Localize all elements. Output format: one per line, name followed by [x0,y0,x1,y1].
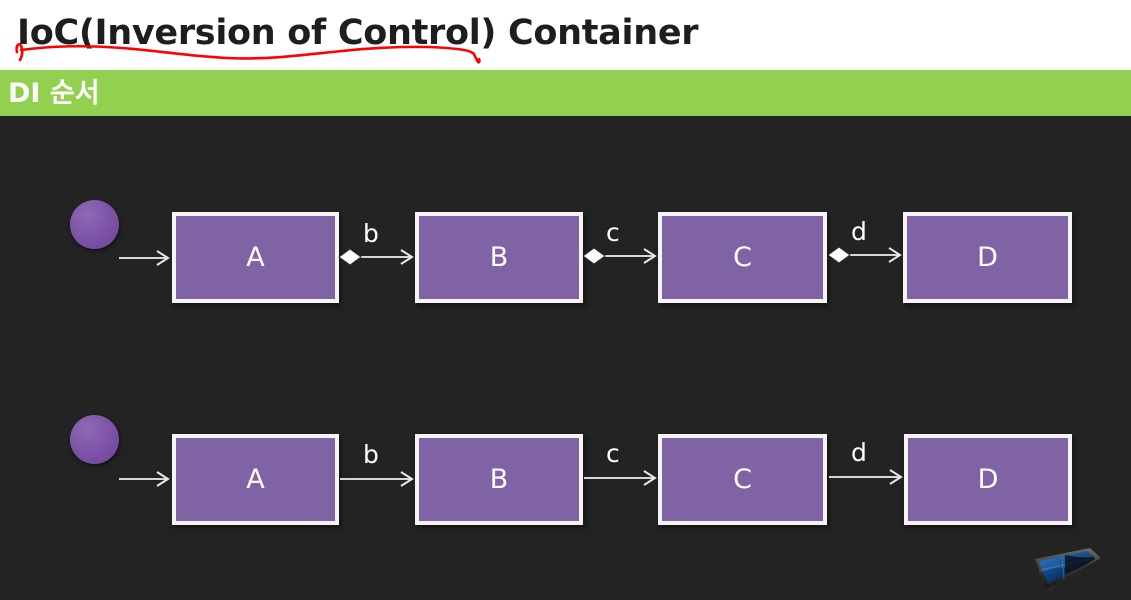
section-header-bar: DI 순서 [0,70,1131,116]
node-box-d[interactable]: D [904,434,1072,525]
edge-label-d-bottom: d [851,438,867,467]
start-node-circle[interactable] [70,200,119,249]
page-title: IoC(Inversion of Control) Container [17,13,699,53]
edge-label-b-top: b [363,219,379,248]
edge-label-b-bottom: b [363,440,379,469]
node-box-c[interactable]: C [658,212,827,303]
node-label-a: A [246,242,265,273]
edge-label-c-bottom: c [606,439,620,468]
start-node-circle[interactable] [70,415,119,464]
node-box-a[interactable]: A [172,212,339,303]
node-label-b: B [489,242,509,273]
node-box-d[interactable]: D [903,212,1072,303]
edge-label-c-top: c [606,218,620,247]
node-label-a: A [246,464,265,495]
node-label-b: B [489,464,509,495]
slide-title-bar: IoC(Inversion of Control) Container [0,0,1131,70]
node-box-a[interactable]: A [172,434,339,525]
node-box-b[interactable]: B [415,212,583,303]
monitor-display-icon [1035,548,1101,591]
diagram-canvas: A B C D [0,116,1131,600]
node-box-c[interactable]: C [658,434,827,525]
diagram-row-with-dependencies: A B C D [0,156,1131,303]
node-box-b[interactable]: B [415,434,583,525]
node-label-c: C [733,242,752,273]
edge-label-d-top: d [851,217,867,246]
section-title: DI 순서 [8,78,100,109]
node-label-d: D [977,242,998,273]
diagram-row-resolved: A B C D [0,378,1131,525]
node-label-d: D [977,464,999,495]
node-label-c: C [733,464,752,495]
